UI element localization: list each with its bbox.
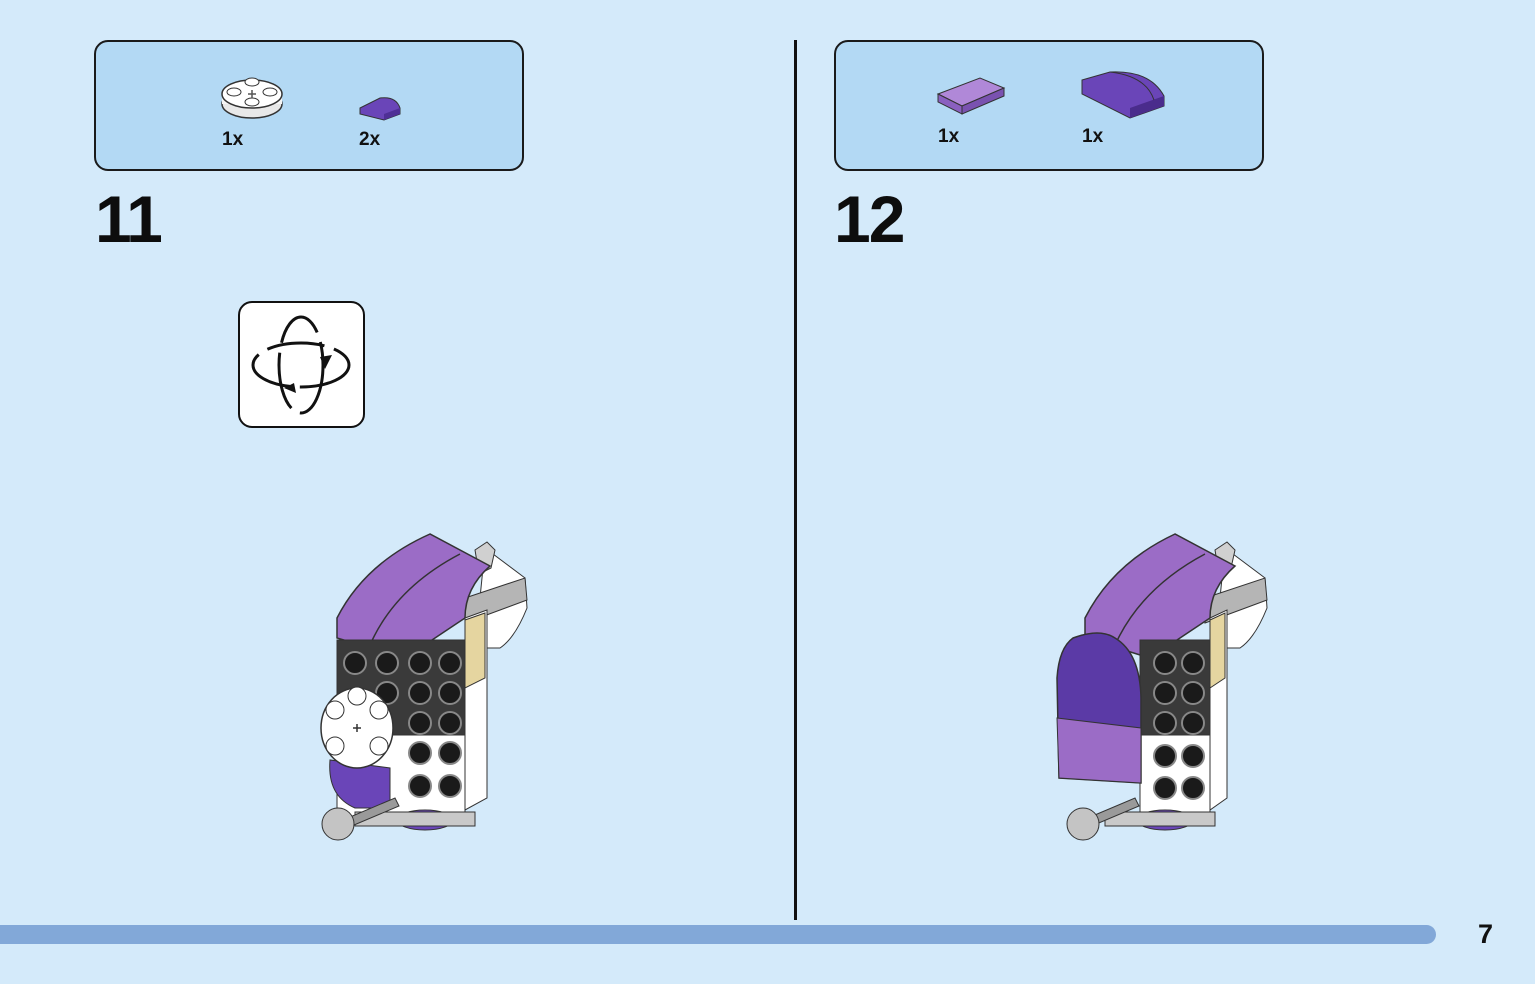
page-number: 7	[1478, 919, 1494, 949]
progress-bar	[0, 925, 1436, 944]
white-round-plate-icon	[221, 77, 283, 119]
part-qty-tile: 1x	[938, 126, 960, 147]
rotate-model-box	[238, 301, 365, 428]
rotate-model-icon	[251, 315, 351, 415]
parts-callout-step-11: 1x 2x	[94, 40, 524, 171]
purple-curved-brick-icon	[1081, 71, 1165, 119]
page-divider	[794, 40, 797, 920]
step-12-model-illustration	[1056, 533, 1268, 841]
step-11-model-illustration	[320, 533, 528, 841]
step-number-11: 11	[95, 182, 163, 256]
part-qty-curved-brick: 1x	[1082, 126, 1104, 147]
purple-curved-slope-icon	[359, 97, 401, 121]
lavender-tile-icon	[936, 77, 1006, 115]
part-qty-curved-slope: 2x	[359, 129, 381, 150]
part-qty-round-plate: 1x	[222, 129, 244, 150]
step-number-12: 12	[834, 182, 905, 256]
parts-callout-step-12: 1x 1x	[834, 40, 1264, 171]
